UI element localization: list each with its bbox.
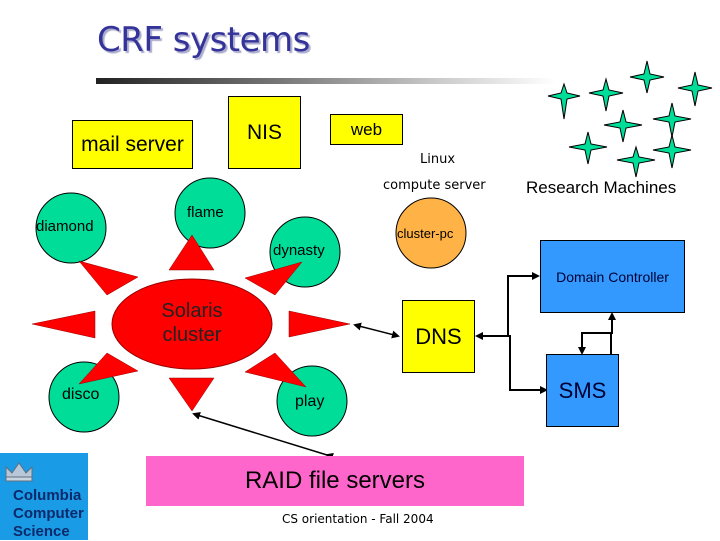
compute-server-label: compute server [383, 178, 486, 193]
star-icon [568, 131, 608, 165]
node-flame [174, 177, 246, 249]
node-label-diamond: diamond [36, 218, 94, 235]
spike-diamond [78, 260, 139, 296]
solaris-label-line1: Solaris [161, 300, 223, 322]
dns-label: DNS [415, 323, 462, 349]
star-icon [603, 109, 643, 143]
node-label-play: play [295, 393, 325, 410]
slide-title: CRF systems [97, 20, 310, 60]
connector-dns-dc [477, 272, 540, 337]
star-icon [629, 60, 665, 94]
crown-icon [5, 462, 33, 482]
spike-left [31, 310, 96, 339]
mail-server-label: mail server [81, 132, 184, 156]
logo-text: Columbia Computer Science [13, 487, 84, 541]
spike-dynasty [244, 261, 303, 296]
connector-raid-cluster [192, 411, 334, 461]
nis-label: NIS [246, 120, 282, 144]
sms-box: SMS [546, 354, 619, 427]
logo-line3: Science [13, 523, 70, 540]
slide-footer: CS orientation - Fall 2004 [282, 512, 434, 526]
star-icon [652, 102, 692, 138]
node-label-flame: flame [187, 204, 224, 221]
star-icon [588, 77, 624, 112]
node-label-cluster-pc: cluster-pc [397, 226, 454, 241]
star-icon [616, 145, 656, 178]
spike-flame [168, 234, 215, 271]
star-icon [547, 82, 581, 120]
star-icon [677, 71, 713, 107]
nis-box: NIS [228, 96, 301, 169]
solaris-cluster-ellipse [111, 278, 273, 370]
spike-play [244, 352, 307, 388]
spike-disco [78, 352, 139, 385]
logo-line1: Columbia [13, 487, 82, 504]
linux-label: Linux [420, 152, 456, 167]
web-box: web [330, 114, 403, 145]
node-label-dynasty: dynasty [273, 242, 325, 259]
spike-right [288, 310, 351, 338]
title-divider [96, 78, 556, 84]
mail-server-box: mail server [72, 120, 193, 169]
solaris-cluster-label: Solaris cluster [150, 299, 234, 347]
columbia-logo [0, 453, 88, 540]
connector-dns-sms [475, 332, 548, 394]
star-icon [652, 134, 692, 169]
dns-box: DNS [402, 300, 475, 373]
spike-raid [168, 377, 215, 412]
raid-label: RAID file servers [244, 467, 426, 494]
node-disco [48, 361, 120, 433]
connector-cluster-dns [353, 322, 400, 339]
node-label-disco: disco [62, 386, 100, 403]
web-label: web [350, 119, 383, 139]
logo-line2: Computer [13, 505, 84, 522]
node-diamond [35, 192, 107, 264]
research-machines-label: Research Machines [526, 178, 677, 197]
domain-controller-box: Domain Controller [540, 240, 685, 313]
raid-file-servers-box: RAID file servers [146, 456, 524, 506]
connector-sms-dc [578, 312, 616, 355]
research-stars [547, 60, 713, 178]
solaris-label-line2: cluster [162, 324, 222, 346]
sms-label: SMS [558, 377, 607, 403]
node-cluster-pc [395, 197, 467, 269]
domain-controller-label: Domain Controller [556, 268, 669, 285]
